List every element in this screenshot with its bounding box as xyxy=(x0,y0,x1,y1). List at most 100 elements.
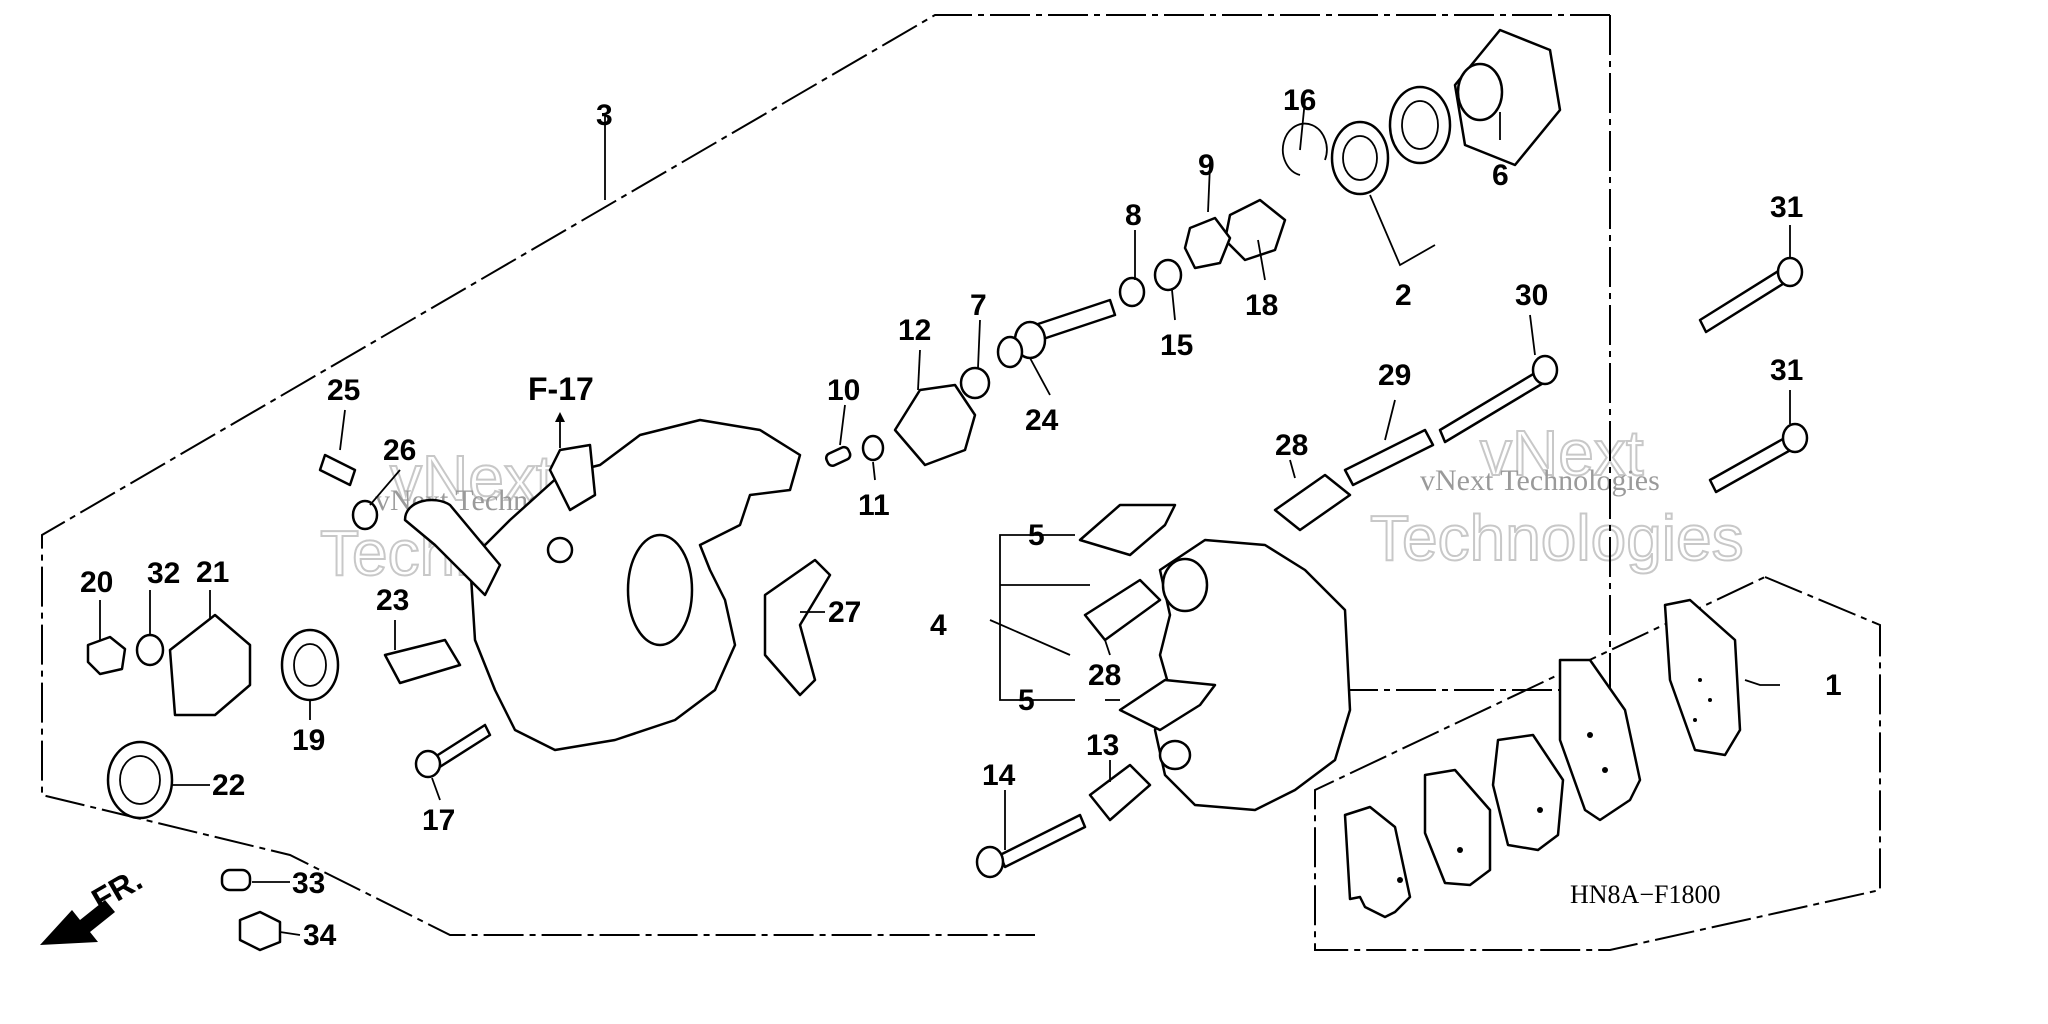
bracket-boss xyxy=(1161,557,1209,613)
bracket-clip xyxy=(351,499,379,531)
caliper-body xyxy=(403,418,802,752)
piston-seal xyxy=(1330,120,1390,196)
callout-label: 28 xyxy=(1275,429,1308,462)
o-ring xyxy=(861,434,885,462)
leader-lines xyxy=(99,99,1791,936)
bleeder-screw xyxy=(318,453,357,487)
adjuster xyxy=(383,638,462,685)
watermark-text: vNext Technologies xyxy=(1420,464,1660,497)
piston-seal xyxy=(1388,85,1452,165)
watermark-text: vNext xyxy=(1480,417,1644,489)
bolt-head xyxy=(1781,422,1809,454)
callout-labels: 1 2 3 4 5 5 6 7 8 9 10 11 12 13 14 15 16… xyxy=(80,84,1842,952)
washer xyxy=(1153,258,1183,292)
callout-label: 7 xyxy=(970,289,987,322)
pin-bolt-head xyxy=(975,845,1005,879)
pad-retainer xyxy=(1118,678,1217,732)
callout-label: 5 xyxy=(1028,519,1045,552)
callout-label: 18 xyxy=(1245,289,1278,322)
lever-plate xyxy=(168,613,252,717)
caliper-ear xyxy=(548,443,597,512)
washer xyxy=(1118,276,1146,308)
callout-label: 19 xyxy=(292,724,325,757)
pin-bolt xyxy=(998,813,1087,869)
callout-label: 1 xyxy=(1825,669,1842,702)
callout-label: 17 xyxy=(422,804,455,837)
small-parts xyxy=(86,28,1809,952)
callout-label: 24 xyxy=(1025,404,1059,437)
watermark-text: Technologies xyxy=(1370,502,1744,574)
callout-label: 4 xyxy=(930,609,947,642)
direction-arrow-icon xyxy=(40,900,115,945)
cap xyxy=(220,868,252,892)
circlip xyxy=(1281,122,1328,176)
front-direction-arrow: FR. xyxy=(40,861,148,945)
boot xyxy=(1273,473,1352,532)
drawing-code: HN8A−F1800 xyxy=(1570,880,1720,909)
nut xyxy=(86,635,127,676)
cam xyxy=(893,383,977,467)
washer xyxy=(135,633,165,667)
callout-label: 34 xyxy=(303,919,337,952)
brake-pad-set xyxy=(1343,598,1742,919)
callout-label: 6 xyxy=(1492,159,1509,192)
bracket-boss xyxy=(1158,739,1192,771)
bolt-head xyxy=(414,749,442,779)
figure-reference: F-17 xyxy=(528,371,594,407)
oil-seal xyxy=(280,628,340,702)
callout-label: 21 xyxy=(196,556,229,589)
callout-label: 2 xyxy=(1395,279,1412,312)
callout-label: 31 xyxy=(1770,354,1803,387)
brake-pad-shim xyxy=(1558,658,1642,822)
callout-label: 9 xyxy=(1198,149,1215,182)
callout-label: 5 xyxy=(1018,684,1035,717)
figure-reference-arrow-icon xyxy=(555,412,565,422)
brake-arm xyxy=(403,498,502,597)
callout-label: 16 xyxy=(1283,84,1316,117)
brake-pad xyxy=(1491,733,1565,852)
bracket-body xyxy=(1153,538,1352,812)
callout-label: 29 xyxy=(1378,359,1411,392)
bleeder-valve xyxy=(238,910,282,952)
callout-label: 26 xyxy=(383,434,416,467)
pad-retainer xyxy=(1078,503,1177,557)
caliper-assembly-outline xyxy=(41,14,1610,936)
nut xyxy=(959,366,991,400)
callout-label: 3 xyxy=(596,99,613,132)
adjuster-nut xyxy=(1223,198,1287,262)
callout-label: 10 xyxy=(827,374,860,407)
pad-spring xyxy=(763,558,832,697)
callout-label: 15 xyxy=(1160,329,1193,362)
brake-pad xyxy=(1423,768,1492,887)
piston xyxy=(1456,62,1504,122)
callout-label: 30 xyxy=(1515,279,1548,312)
bolt-head xyxy=(1531,354,1559,386)
bleed-port xyxy=(546,536,574,564)
callout-label: 22 xyxy=(212,769,245,802)
callout-label: 13 xyxy=(1086,729,1119,762)
callout-label: 8 xyxy=(1125,199,1142,232)
callout-label: 33 xyxy=(292,867,325,900)
callout-label: 14 xyxy=(982,759,1016,792)
slide-pin xyxy=(1343,428,1435,487)
boot xyxy=(1088,763,1152,822)
callout-label: 28 xyxy=(1088,659,1121,692)
callout-label: 11 xyxy=(858,489,890,522)
callout-label: 20 xyxy=(80,566,113,599)
callout-label: 31 xyxy=(1770,191,1803,224)
callout-label: 12 xyxy=(898,314,931,347)
pin xyxy=(824,445,852,468)
bolt xyxy=(1698,268,1788,334)
bolt-head xyxy=(1776,256,1804,288)
brake-pad-shim xyxy=(1343,805,1412,919)
callout-label: 27 xyxy=(828,596,861,629)
assembly-outlines xyxy=(41,14,1881,951)
brake-pad xyxy=(1663,598,1742,757)
boot xyxy=(1083,578,1162,642)
caliper-bracket xyxy=(1153,538,1352,812)
pad-set-outline xyxy=(1314,575,1881,951)
callout-label: 23 xyxy=(376,584,409,617)
callout-label: 25 xyxy=(327,374,360,407)
return-spring xyxy=(106,740,174,820)
